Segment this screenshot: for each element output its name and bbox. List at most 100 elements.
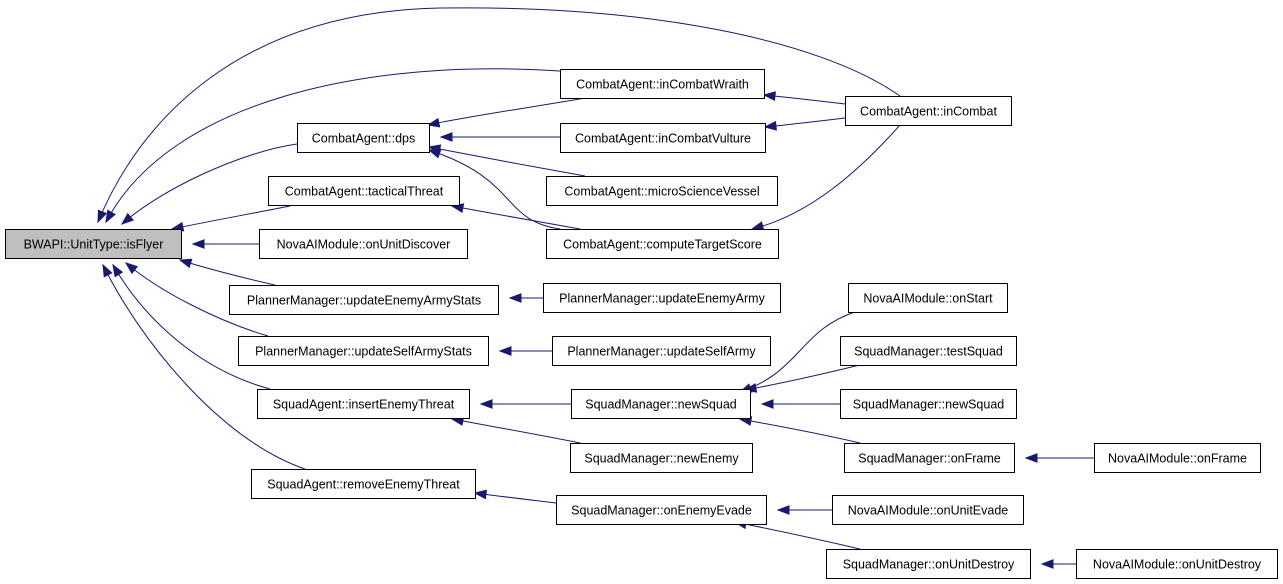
node-n25[interactable]: NovaAIModule::onUnitDestroy (1076, 549, 1278, 579)
edge-line (739, 418, 861, 444)
arrowhead-icon (426, 117, 441, 128)
node-n5[interactable]: PlannerManager::updateSelfArmyStats (238, 336, 489, 366)
node-label: BWAPI::UnitType::isFlyer (24, 238, 164, 252)
node-box (845, 96, 1012, 126)
edge-line (428, 146, 586, 177)
node-box (229, 285, 499, 315)
node-box (560, 69, 765, 99)
arrowhead-icon (97, 209, 108, 224)
node-label: SquadAgent::insertEnemyThreat (273, 398, 455, 412)
arrowhead-icon (473, 489, 488, 500)
root-node[interactable]: BWAPI::UnitType::isFlyer (5, 229, 182, 259)
edge-line (179, 259, 276, 286)
node-n20[interactable]: SquadManager::newSquad (840, 389, 1017, 419)
arrowhead-icon (1024, 453, 1038, 463)
node-n8[interactable]: CombatAgent::inCombatWraith (560, 69, 765, 99)
node-box (259, 229, 468, 259)
node-box (552, 336, 771, 366)
node-box (570, 443, 753, 473)
arrowhead-icon (124, 262, 139, 275)
edge-line (744, 364, 861, 391)
edge-line (125, 262, 269, 337)
arrowhead-icon (1040, 559, 1054, 569)
node-label: PlannerManager::updateSelfArmyStats (255, 345, 472, 359)
node-label: SquadManager::onUnitDestroy (843, 558, 1015, 572)
nodes-layer: BWAPI::UnitType::isFlyer CombatAgent::dps… (5, 69, 1278, 579)
arrowhead-icon (120, 212, 134, 225)
node-n23[interactable]: SquadManager::onUnitDestroy (826, 549, 1031, 579)
edge-n13-to-n5 (498, 346, 552, 356)
node-label: CombatAgent::inCombatVulture (575, 132, 751, 146)
edge-n12-to-n4 (508, 293, 543, 303)
edge-n25-to-n23 (1040, 559, 1076, 569)
node-box (297, 123, 430, 153)
edge-n11-to-n1 (427, 149, 561, 230)
edge-n17-to-n8 (762, 91, 846, 105)
node-n19[interactable]: SquadManager::testSquad (840, 336, 1017, 366)
edge-n20-to-n14 (760, 399, 840, 409)
node-n11[interactable]: CombatAgent::computeTargetScore (546, 229, 779, 259)
arrowhead-icon (508, 293, 522, 303)
node-n6[interactable]: SquadAgent::insertEnemyThreat (257, 389, 470, 419)
node-label: SquadManager::testSquad (854, 345, 1003, 359)
arrowhead-icon (102, 263, 113, 278)
node-n4[interactable]: PlannerManager::updateEnemyArmyStats (229, 285, 499, 315)
arrowhead-icon (427, 149, 442, 159)
edge-n3-to-n0 (191, 239, 259, 249)
node-label: PlannerManager::updateEnemyArmyStats (247, 294, 481, 308)
edge-n14-to-n6 (479, 399, 571, 409)
edge-n5-to-n0 (124, 262, 269, 337)
node-box (543, 283, 781, 313)
node-n9[interactable]: CombatAgent::inCombatVulture (560, 123, 766, 153)
edge-n8-to-n1 (426, 97, 586, 128)
node-n17[interactable]: CombatAgent::inCombat (845, 96, 1012, 126)
node-box (840, 389, 1017, 419)
node-label: SquadManager::newEnemy (584, 452, 739, 466)
node-label: NovaAIModule::onUnitDiscover (277, 238, 451, 252)
node-n1[interactable]: CombatAgent::dps (297, 123, 430, 153)
node-n24[interactable]: NovaAIModule::onFrame (1094, 443, 1261, 473)
arrowhead-icon (762, 91, 776, 102)
node-label: NovaAIModule::onStart (863, 292, 993, 306)
edge-line (739, 311, 856, 393)
node-box (832, 495, 1024, 525)
node-box (826, 549, 1031, 579)
arrowhead-icon (750, 221, 765, 231)
node-n18[interactable]: NovaAIModule::onStart (848, 283, 1008, 313)
node-box (571, 389, 751, 419)
edge-n17-to-n0 (97, 7, 901, 224)
node-n22[interactable]: NovaAIModule::onUnitEvade (832, 495, 1024, 525)
node-box (5, 229, 182, 259)
node-label: SquadManager::newSquad (585, 398, 737, 412)
edge-n16-to-n7 (473, 489, 557, 504)
node-label: CombatAgent::inCombat (860, 105, 997, 119)
edge-n2-to-n0 (170, 205, 291, 232)
node-n14[interactable]: SquadManager::newSquad (571, 389, 751, 419)
node-n10[interactable]: CombatAgent::microScienceVessel (546, 176, 778, 206)
node-label: NovaAIModule::onUnitDestroy (1093, 558, 1262, 572)
node-n21[interactable]: SquadManager::onFrame (844, 443, 1015, 473)
node-box (546, 176, 778, 206)
edge-line (764, 117, 846, 128)
edge-line (121, 143, 298, 225)
edge-n19-to-n14 (743, 364, 861, 393)
edge-line (112, 264, 271, 390)
node-n15[interactable]: SquadManager::newEnemy (570, 443, 753, 473)
edge-n8-to-n0 (105, 68, 561, 224)
node-n2[interactable]: CombatAgent::tacticalThreat (268, 176, 460, 206)
node-n12[interactable]: PlannerManager::updateEnemyArmy (543, 283, 781, 313)
edge-n24-to-n21 (1024, 453, 1094, 463)
node-n7[interactable]: SquadAgent::removeEnemyThreat (251, 469, 476, 499)
node-n13[interactable]: PlannerManager::updateSelfArmy (552, 336, 771, 366)
arrowhead-icon (479, 399, 493, 409)
node-box (257, 389, 470, 419)
node-n16[interactable]: SquadManager::onEnemyEvade (556, 495, 767, 525)
edge-line (734, 521, 861, 550)
node-box (546, 229, 779, 259)
node-label: PlannerManager::updateEnemyArmy (559, 292, 765, 306)
edge-line (427, 97, 586, 126)
node-n3[interactable]: NovaAIModule::onUnitDiscover (259, 229, 468, 259)
edge-line (428, 149, 561, 230)
edge-n9-to-n1 (439, 132, 560, 142)
node-box (238, 336, 489, 366)
